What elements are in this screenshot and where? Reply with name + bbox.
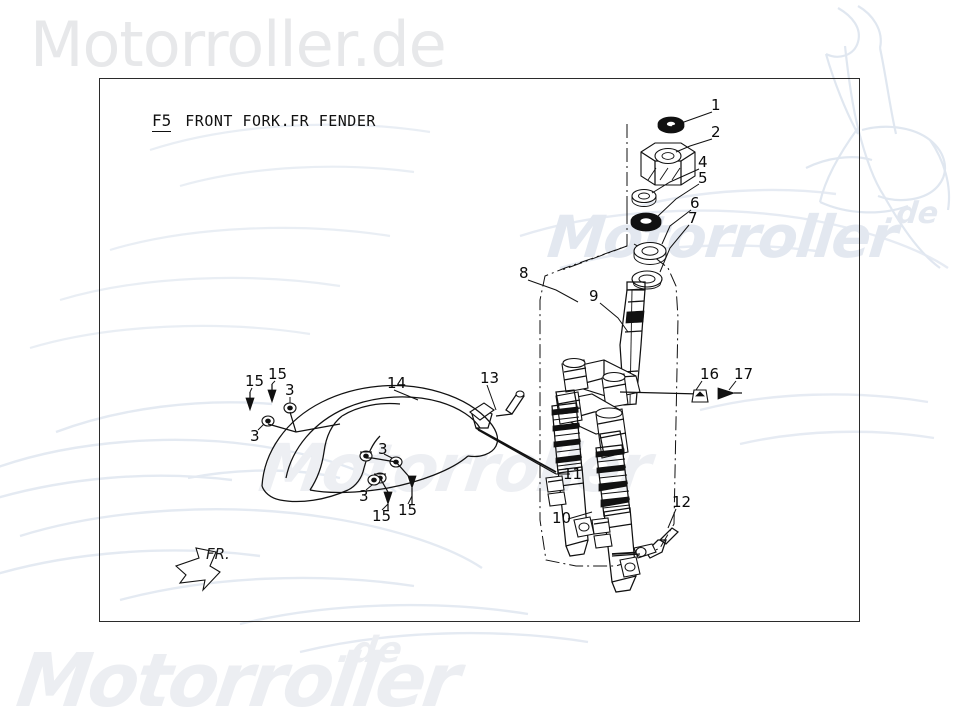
part-10-fork-leg-right (591, 430, 641, 593)
page-code: F5 (152, 111, 172, 132)
callout-4: 4 (698, 153, 708, 171)
diagram-frame (99, 78, 860, 622)
callout-11: 11 (563, 465, 583, 483)
parts-16-17-cable-guide (619, 387, 742, 403)
part-11-fork-leg-left (545, 389, 595, 557)
callout-15b: 15 (268, 365, 288, 383)
part-1-stem-nut (657, 116, 685, 134)
part-12-brake-hose-clamp-lower (611, 527, 679, 559)
part-2-hex-cap-nut (640, 142, 696, 186)
callout-7: 7 (688, 209, 698, 227)
part-4-upper-washer (631, 188, 657, 207)
callout-8: 8 (519, 264, 529, 282)
part-13-brake-hose-clamp-upper (469, 390, 557, 475)
callout-12: 12 (672, 493, 692, 511)
part-6-dust-seal-ring (633, 241, 667, 265)
callout-1: 1 (711, 96, 721, 114)
part-5-upper-bearing (630, 212, 662, 232)
callout-15d: 15 (398, 501, 418, 519)
callout-2: 2 (711, 123, 721, 141)
front-direction-arrow (174, 547, 221, 592)
callout-leader-lines (249, 111, 737, 529)
callout-10: 10 (552, 509, 572, 527)
fender-hardware (245, 384, 417, 510)
callout-3d: 3 (359, 487, 369, 505)
callout-15a: 15 (245, 372, 265, 390)
callout-6: 6 (690, 194, 700, 212)
front-direction-label: FR. (206, 545, 230, 563)
callout-14: 14 (387, 374, 407, 392)
callout-3a: 3 (285, 381, 295, 399)
fork-assembly-boundary (539, 120, 679, 567)
callout-16: 16 (700, 365, 720, 383)
diagram-title: F5 FRONT FORK.FR FENDER (152, 111, 376, 132)
callout-3b: 3 (250, 427, 260, 445)
fork-boot-left (551, 402, 583, 474)
callout-15c: 15 (372, 507, 392, 525)
callout-13: 13 (480, 369, 500, 387)
callout-9: 9 (589, 287, 599, 305)
steering-stem-hardware (630, 116, 696, 290)
part-7-lower-bearing-race (631, 270, 663, 290)
page-title: FRONT FORK.FR FENDER (185, 112, 376, 130)
callout-3c: 3 (378, 440, 388, 458)
callout-17: 17 (734, 365, 754, 383)
callout-5: 5 (698, 169, 708, 187)
